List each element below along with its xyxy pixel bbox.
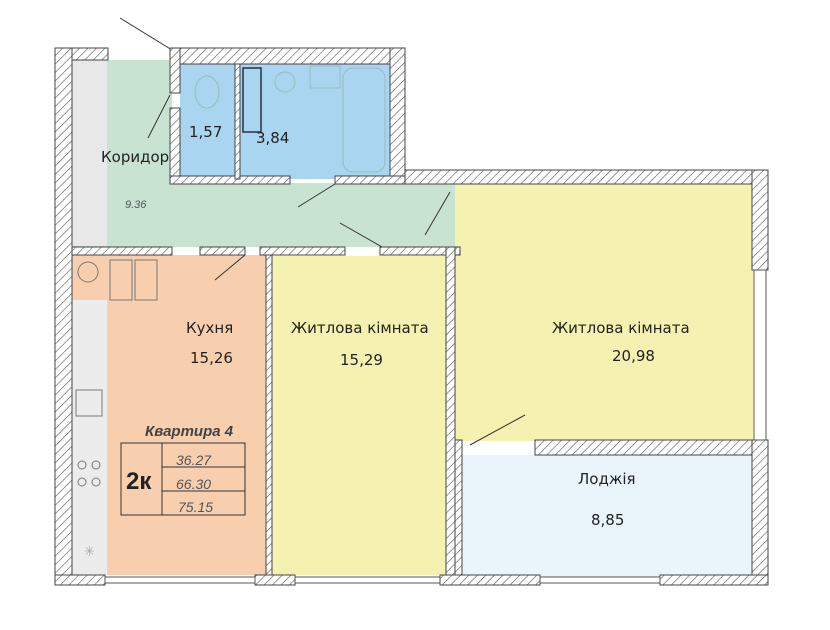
living-room-2-name: Житлова кімната xyxy=(552,319,690,337)
stove-burner-icon xyxy=(77,460,87,470)
toilet-area: 1,57 xyxy=(189,123,222,141)
gas-meter-icon xyxy=(77,261,99,283)
kitchen-area: 15,26 xyxy=(190,349,233,367)
boiler-icon xyxy=(242,67,262,133)
living-room-2-area: 20,98 xyxy=(612,347,655,365)
sink-icon xyxy=(75,389,103,417)
kitchen-name: Кухня xyxy=(186,319,233,337)
cabinet-icon xyxy=(134,259,158,301)
kitchen-counter xyxy=(72,300,107,575)
total-area-value: 66.30 xyxy=(176,476,211,492)
living-room-1-name: Житлова кімната xyxy=(291,319,429,337)
kitchen-fixtures xyxy=(75,259,158,487)
washer-icon xyxy=(309,65,341,89)
corridor-hall xyxy=(107,183,455,247)
bathroom-room xyxy=(240,64,395,179)
apartment-info-table xyxy=(120,442,246,516)
toilet-icon xyxy=(194,75,220,109)
apartment-title: Квартира 4 xyxy=(145,423,234,440)
bathroom-area: 3,84 xyxy=(256,129,289,147)
toilet-room xyxy=(180,64,235,179)
sink-icon xyxy=(274,71,296,93)
vent-icon: ✳ xyxy=(84,544,95,560)
entrance-marker xyxy=(119,17,173,51)
wardrobe xyxy=(72,60,107,246)
loggia-name: Лоджія xyxy=(578,470,636,488)
living-room-1-area: 15,29 xyxy=(340,351,383,369)
windows xyxy=(104,269,767,584)
bathtub-icon xyxy=(342,67,386,173)
corridor-area: 9.36 xyxy=(125,199,147,211)
corridor-name: Коридор xyxy=(101,148,169,166)
living-room-2 xyxy=(455,183,753,441)
bathroom-fixtures xyxy=(194,65,386,173)
total-area-with-loggia-value: 75.15 xyxy=(178,499,213,515)
door-swings xyxy=(147,94,526,446)
walls xyxy=(54,47,769,586)
room-count: 2к xyxy=(126,468,152,495)
loggia-area: 8,85 xyxy=(591,511,624,529)
loggia-room xyxy=(462,455,754,577)
living-area-value: 36.27 xyxy=(176,452,212,468)
cabinet-icon xyxy=(109,259,133,301)
living-room-1 xyxy=(272,256,446,575)
